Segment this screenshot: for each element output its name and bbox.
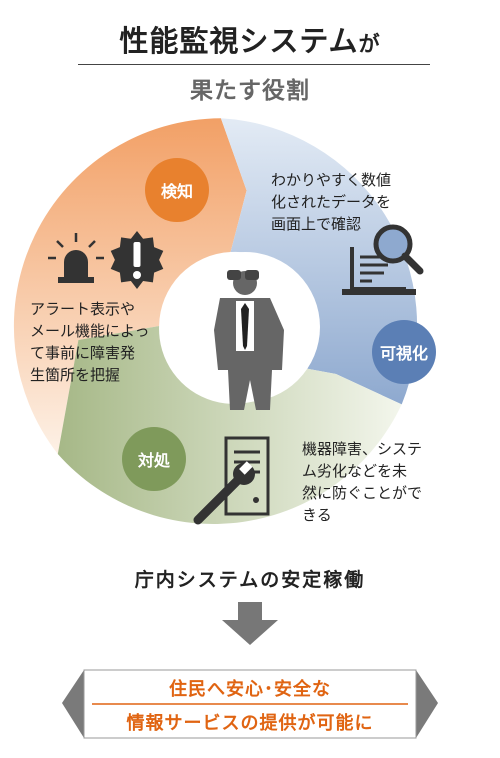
detect-bubble: 検知 [145,158,209,222]
alert-badge-icon [110,231,164,289]
businessman-binoculars-icon [214,270,284,410]
stable-operation-label: 庁内システムの安定稼働 [134,569,366,591]
benefit-banner [62,669,438,739]
title-main: 性能監視システム [119,24,359,58]
down-arrow-icon [222,602,278,645]
page-subtitle: 果たす役割 [190,78,310,104]
detect-description: アラート表示や メール機能によっ て事前に障害発 生箇所を把握 [30,300,150,384]
visualize-bubble: 可視化 [372,320,436,384]
banner-line-2: 情報サービスの提供が可能に [126,713,374,734]
respond-description: 機器障害、システ ム劣化などを未 然に防ぐことがで きる [302,440,423,524]
alarm-light-icon [48,233,104,283]
visualize-description: わかりやすく数値 化されたデータを 画面上で確認 [271,171,392,233]
segment-visualize [220,118,418,405]
visualize-label: 可視化 [379,344,428,363]
title-suffix: が [358,32,381,56]
magnifier-laptop-icon [342,224,424,295]
banner-line-1: 住民へ安心･安全な [169,679,331,700]
respond-label: 対処 [137,451,170,470]
respond-bubble: 対処 [122,427,186,491]
page-title: 性能監視システムが [0,18,500,60]
title-divider [78,64,430,65]
wrench-server-icon [193,436,270,525]
detect-label: 検知 [160,182,193,201]
